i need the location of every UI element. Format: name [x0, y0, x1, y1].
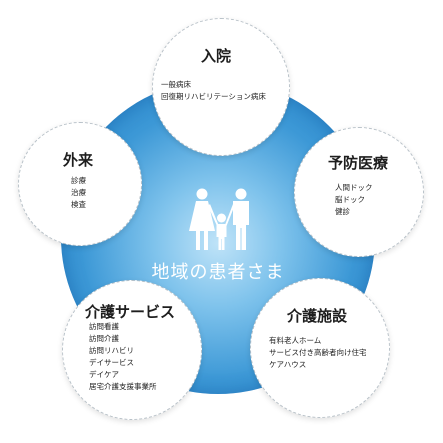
node-preventive-care-title: 予防医療	[328, 154, 389, 172]
node-care-facility-items: 有料老人ホーム サービス付き高齢者向け住宅 ケアハウス	[269, 335, 367, 371]
list-item: 治療	[71, 188, 86, 197]
list-item: 訪問介護	[89, 334, 119, 343]
list-item: デイケア	[89, 370, 119, 379]
list-item: ケアハウス	[269, 360, 307, 369]
node-outpatient-title: 外来	[63, 151, 94, 169]
list-item: 居宅介護支援事業所	[89, 382, 157, 391]
node-preventive-care: 予防医療 人間ドック 脳ドック 健診	[294, 127, 424, 257]
list-item: 診療	[71, 176, 86, 185]
node-preventive-care-items: 人間ドック 脳ドック 健診	[335, 182, 373, 218]
node-inpatient-items: 一般病床 回復期リハビリテーション病床	[161, 79, 266, 103]
node-care-services-title: 介護サービス	[85, 303, 176, 321]
node-inpatient: 入院 一般病床 回復期リハビリテーション病床	[152, 18, 290, 156]
node-care-services-items: 訪問看護 訪問介護 訪問リハビリ デイサービス デイケア 居宅介護支援事業所	[89, 321, 157, 393]
node-outpatient-items: 診療 治療 検査	[71, 175, 86, 211]
list-item: 回復期リハビリテーション病床	[161, 92, 266, 101]
list-item: 脳ドック	[335, 195, 365, 204]
node-care-facility: 介護施設 有料老人ホーム サービス付き高齢者向け住宅 ケアハウス	[250, 278, 390, 418]
list-item: サービス付き高齢者向け住宅	[269, 348, 367, 357]
list-item: 訪問リハビリ	[89, 346, 134, 355]
list-item: 健診	[335, 207, 350, 216]
center-label: 地域の患者さま	[151, 262, 285, 283]
list-item: 一般病床	[161, 80, 191, 89]
node-care-services: 介護サービス 訪問看護 訪問介護 訪問リハビリ デイサービス デイケア 居宅介護…	[62, 280, 202, 420]
list-item: 人間ドック	[335, 183, 373, 192]
node-inpatient-title: 入院	[201, 47, 232, 65]
family-icon	[189, 188, 249, 250]
list-item: 訪問看護	[89, 322, 119, 331]
list-item: 有料老人ホーム	[269, 336, 322, 345]
node-care-facility-title: 介護施設	[287, 307, 348, 325]
list-item: 検査	[71, 200, 86, 209]
node-outpatient: 外来 診療 治療 検査	[18, 122, 142, 246]
list-item: デイサービス	[89, 358, 134, 367]
